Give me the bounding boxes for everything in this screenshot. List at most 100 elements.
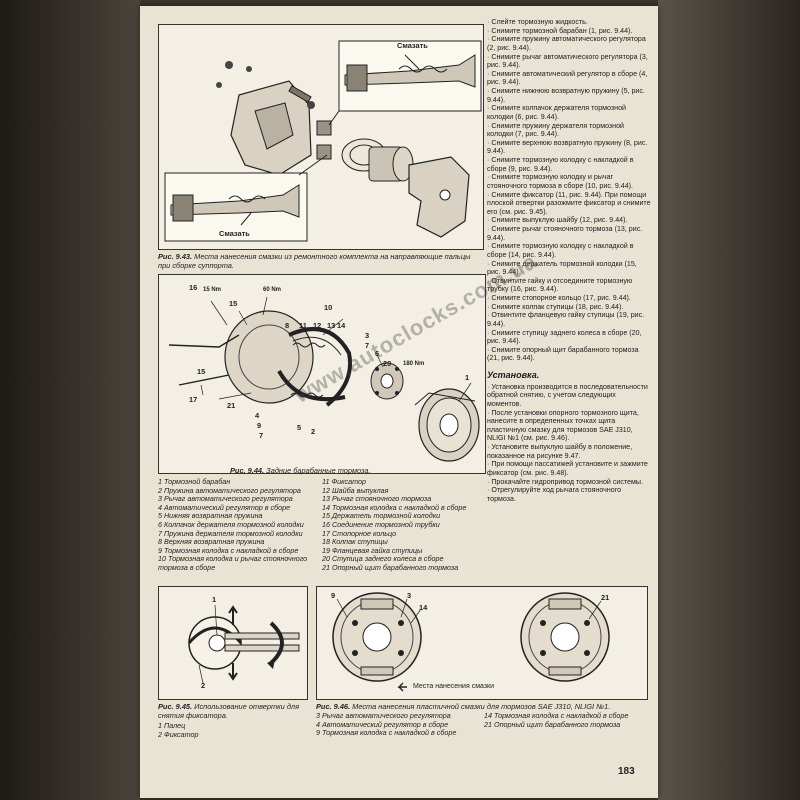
legend-item: 9 Тормозная колодка с накладкой в сборе bbox=[316, 728, 457, 738]
legend-item: 1 Палец bbox=[158, 721, 186, 730]
right-book-edge bbox=[658, 0, 800, 800]
callout-15: 15 bbox=[229, 299, 238, 308]
callout-15nm: 15 Nm bbox=[203, 287, 222, 293]
figure-9-46-caption: Рис. 9.46. Места нанесения пластичной см… bbox=[316, 702, 648, 711]
figure-9-45-caption-number: Рис. 9.45. bbox=[158, 702, 193, 711]
left-book-edge bbox=[0, 0, 140, 800]
legend-item: 21 Опорный щит барабанного тормоза bbox=[484, 719, 621, 729]
figure-9-43-caption-number: Рис. 9.43. bbox=[158, 252, 193, 261]
legend-item: 2 Фиксатор bbox=[158, 729, 199, 739]
callout-20: 20 bbox=[383, 359, 392, 368]
removal-step: · Снимите тормозную колодку и рычаг стоя… bbox=[487, 173, 633, 190]
callout-13: 13 bbox=[327, 321, 336, 330]
removal-step: · Снимите тормозную колодку с накладкой … bbox=[487, 156, 634, 173]
figure-9-44-caption-number: Рис. 9.44. bbox=[230, 466, 265, 475]
callout-5: 5 bbox=[297, 423, 302, 432]
legend-item: 14 Тормозная колодка с накладкой в сборе bbox=[322, 502, 467, 512]
backing-plate-lubrication-illustration bbox=[332, 592, 610, 692]
callout-1: 1 bbox=[465, 373, 470, 382]
figure-9-46-caption-number: Рис. 9.46. bbox=[316, 702, 351, 711]
callout-1: 1 bbox=[212, 595, 217, 604]
install-step: · При помощи пассатижей установите и заж… bbox=[487, 460, 648, 477]
removal-step: · Снимите рычаг стояночного тормоза (13,… bbox=[487, 225, 643, 242]
legend-item: 11 Фиксатор bbox=[322, 477, 366, 486]
figure-9-46-legend-left: 3 Рычаг автоматического регулятора 4 Авт… bbox=[316, 711, 457, 738]
removal-step: · Снимите автоматический регулятор в сбо… bbox=[487, 69, 648, 87]
callout-2: 2 bbox=[311, 427, 316, 436]
removal-step: · Снимите нижнюю возвратную пружину (5, … bbox=[487, 87, 645, 104]
installation-heading: Установка. bbox=[487, 370, 540, 380]
legend-item: 18 Колпак ступицы bbox=[322, 537, 388, 547]
figure-9-45-legend: 1 Палец 2 Фиксатор bbox=[158, 721, 199, 739]
callout-4: 4 bbox=[255, 411, 260, 420]
book-page: Смазать Смазать Рис. 9.43. Места нанесен… bbox=[140, 6, 658, 798]
removal-step: · Снимите стопорное кольцо (17, рис. 9.4… bbox=[487, 294, 631, 302]
lubricate-label-bottom: Смазать bbox=[219, 229, 250, 238]
install-step: · Отрегулируйте ход рычага стояночного т… bbox=[487, 486, 622, 503]
legend-item: 5 Нижняя возвратная пружина bbox=[158, 511, 263, 521]
removal-step: · Снимите пружину держателя тормозной ко… bbox=[487, 121, 625, 139]
removal-step: · Снимите фиксатор (11, рис. 9.44). При … bbox=[487, 190, 651, 216]
install-step: · Прокачайте гидропривод тормозной систе… bbox=[487, 477, 643, 486]
callout-15b: 15 bbox=[197, 367, 206, 376]
legend-item: 19 Фланцевая гайка ступицы bbox=[322, 545, 423, 555]
callout-16: 16 bbox=[189, 283, 198, 292]
legend-item: 4 Автоматический регулятор в сборе bbox=[316, 719, 449, 729]
legend-item: 3 Рычаг автоматического регулятора bbox=[158, 494, 293, 504]
callout-60nm: 60 Nm bbox=[263, 287, 282, 293]
figure-9-45-caption-text: Использование отвертки для снятия фиксат… bbox=[158, 702, 300, 720]
legend-item: 9 Тормозная колодка с накладкой в сборе bbox=[158, 545, 299, 555]
callout-14: 14 bbox=[337, 321, 346, 330]
legend-item: 8 Верхняя возвратная пружина bbox=[158, 537, 265, 547]
removal-step: · Снимите держатель тормозной колодки (1… bbox=[487, 259, 637, 277]
removal-step: · Снимите тормозной барабан (1, рис. 9.4… bbox=[487, 26, 633, 35]
install-step: · Установите выпуклую шайбу в положение,… bbox=[487, 443, 633, 460]
removal-step: · Снимите колпак ступицы (18, рис. 9.44)… bbox=[487, 302, 624, 311]
removal-step: · Снимите рычаг автоматического регулято… bbox=[487, 52, 648, 70]
legend-item: 12 Шайба выпуклая bbox=[322, 485, 389, 495]
callout-9: 9 bbox=[257, 421, 262, 430]
install-step: · Установка производится в последователь… bbox=[487, 382, 648, 408]
legend-item: 13 Рычаг стояночного тормоза bbox=[322, 494, 432, 504]
callout-3: 3 bbox=[365, 331, 370, 340]
legend-item: 15 Держатель тормозной колодки bbox=[322, 511, 441, 521]
page-number: 183 bbox=[618, 766, 635, 777]
legend-item: 14 Тормозная колодка с накладкой в сборе bbox=[484, 711, 629, 720]
install-step: · После установки опорного тормозного щи… bbox=[487, 408, 639, 443]
figure-9-45-caption: Рис. 9.45. Использование отвертки для сн… bbox=[158, 702, 308, 720]
caliper-illustration bbox=[164, 40, 482, 242]
legend-item: 4 Автоматический регулятор в сборе bbox=[158, 502, 291, 512]
figure-9-46-caption-text: Места нанесения пластичной смазки для то… bbox=[352, 702, 611, 711]
callout-3: 3 bbox=[407, 591, 412, 600]
callout-12: 12 bbox=[313, 321, 322, 330]
removal-step: · Снимите тормозную колодку с накладкой … bbox=[487, 242, 634, 259]
callout-10: 10 bbox=[324, 303, 333, 312]
procedure-text-column: · Слейте тормозную жидкость. · Снимите т… bbox=[487, 18, 651, 503]
figure-9-43-caption-text: Места нанесения смазки из ремонтного ком… bbox=[158, 252, 471, 270]
lubricate-label-top: Смазать bbox=[397, 41, 428, 50]
figure-9-44: 16 15 Nm 15 60 Nm 10 11 12 13 14 8 3 7 6… bbox=[158, 274, 486, 474]
callout-17: 17 bbox=[189, 395, 198, 404]
figure-9-46: 9 3 14 21 Места нанесения смазки bbox=[316, 586, 648, 700]
legend-item: 2 Пружина автоматического регулятора bbox=[158, 485, 301, 495]
legend-item: 17 Стопорное кольцо bbox=[322, 528, 397, 538]
removal-step: · Снимите колпачок держателя тормозной к… bbox=[487, 104, 626, 121]
removal-step: · Снимите опорный щит барабанного тормоз… bbox=[487, 345, 639, 363]
callout-14: 14 bbox=[419, 603, 428, 612]
removal-step: · Снимите выпуклую шайбу (12, рис. 9.44)… bbox=[487, 216, 628, 225]
callout-6: 6 bbox=[375, 349, 380, 358]
removal-step: · Снимите пружину автоматического регуля… bbox=[487, 35, 646, 52]
callout-180nm: 180 Nm bbox=[403, 361, 425, 367]
removal-step: · Отвинтите фланцевую гайку ступицы (19,… bbox=[487, 311, 645, 328]
legend-item: 6 Колпачок держателя тормозной колодки bbox=[158, 519, 304, 529]
legend-item: 7 Пружина держателя тормозной колодки bbox=[158, 528, 303, 538]
removal-step: · Снимите ступицу заднего колеса в сборе… bbox=[487, 328, 642, 346]
callout-7a: 7 bbox=[365, 341, 370, 350]
figure-9-43-caption: Рис. 9.43. Места нанесения смазки из рем… bbox=[158, 252, 484, 270]
callout-9: 9 bbox=[331, 591, 336, 600]
legend-item: 10 Тормозная колодка и рычаг стояночного… bbox=[158, 554, 308, 572]
drum-brake-exploded-illustration bbox=[168, 296, 480, 462]
callout-21: 21 bbox=[227, 401, 236, 410]
callout-11: 11 bbox=[299, 321, 307, 330]
removal-step: · Отвинтите гайку и отсоедините тормозну… bbox=[487, 276, 633, 294]
